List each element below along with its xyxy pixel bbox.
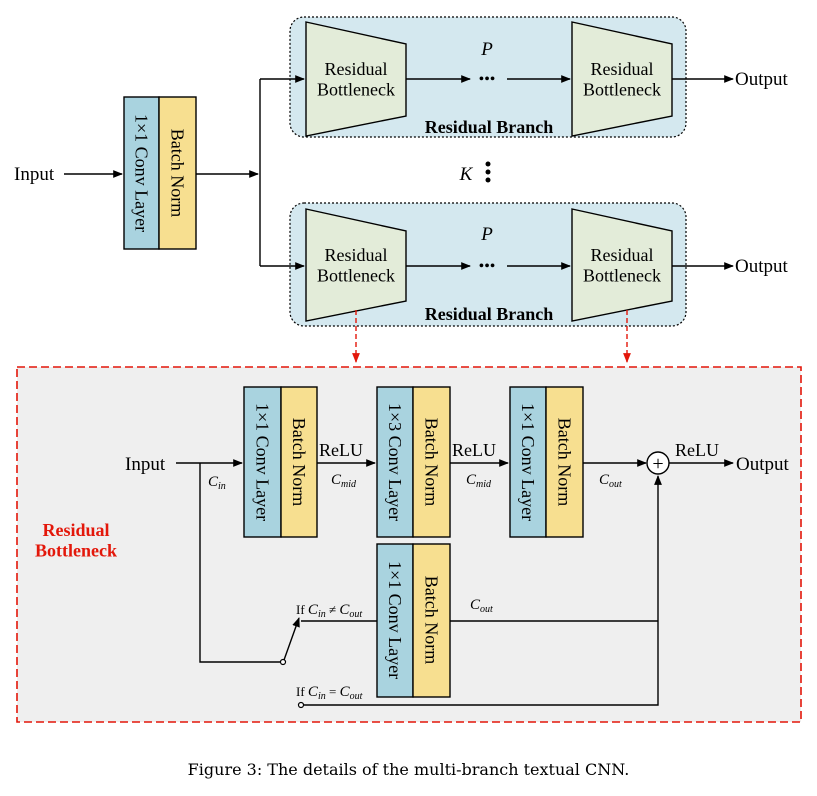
branch-2-bottleneck-b bbox=[571, 208, 673, 322]
branch-2-ellipsis: ••• bbox=[479, 258, 496, 275]
detail-identity-wire bbox=[304, 475, 662, 706]
branch-1-bottleneck-a bbox=[305, 21, 407, 137]
detail-shortcut-block: 1×1 Conv Layer Batch Norm bbox=[376, 543, 451, 698]
stem-batch-norm bbox=[158, 96, 197, 250]
branch-2-bottleneck-a bbox=[305, 208, 407, 322]
stem-conv-label: 1×1 Conv Layer bbox=[132, 114, 152, 232]
detail-c-mid-1: Cmid bbox=[331, 472, 357, 490]
branch-1-label: Residual Branch bbox=[425, 117, 554, 137]
detail-block-2: 1×3 Conv Layer Batch Norm bbox=[376, 386, 451, 538]
branch-count-dot-2 bbox=[485, 169, 491, 175]
branch-2-label: Residual Branch bbox=[425, 304, 554, 324]
detail-shortcut-conv-label: 1×1 Conv Layer bbox=[385, 561, 405, 679]
figure-caption: Figure 3: The details of the multi-branc… bbox=[187, 760, 630, 779]
detail-block-2-norm-label: Batch Norm bbox=[422, 418, 442, 506]
branch-count-dot-1 bbox=[485, 161, 491, 167]
detail-block-3: 1×1 Conv Layer Batch Norm bbox=[509, 386, 584, 538]
branch-1-bottleneck-b bbox=[571, 21, 673, 137]
detail-relu-3: ReLU bbox=[675, 440, 719, 460]
detail-c-out-1: Cout bbox=[599, 472, 622, 490]
detail-c-mid-2: Cmid bbox=[466, 472, 492, 490]
input-label: Input bbox=[14, 164, 55, 185]
detail-block-2-conv-label: 1×3 Conv Layer bbox=[385, 403, 405, 521]
detail-identity-terminal bbox=[297, 701, 305, 709]
branch-2-depth-label: P bbox=[480, 224, 493, 245]
detail-input-label: Input bbox=[125, 454, 166, 475]
branch-1-ellipsis: ••• bbox=[479, 71, 496, 88]
detail-relu-2: ReLU bbox=[452, 440, 496, 460]
branch-count-dot-3 bbox=[485, 177, 491, 183]
branch-count-label: K bbox=[459, 164, 474, 185]
detail-block-3-conv-label: 1×1 Conv Layer bbox=[518, 403, 538, 521]
detail-sum-symbol: + bbox=[652, 453, 663, 475]
detail-c-in-label: Cin bbox=[208, 474, 226, 492]
detail-cond-eq: If Cin = Cout bbox=[296, 684, 363, 702]
stem-norm-label: Batch Norm bbox=[168, 129, 188, 217]
detail-output-label: Output bbox=[736, 454, 790, 475]
detail-switch-pivot bbox=[279, 658, 287, 666]
detail-shortcut-norm-label: Batch Norm bbox=[422, 576, 442, 664]
detail-c-out-2: Cout bbox=[470, 597, 493, 615]
branch-1-depth-label: P bbox=[480, 39, 493, 60]
detail-block-1: 1×1 Conv Layer Batch Norm bbox=[243, 386, 318, 538]
detail-shortcut-wire bbox=[199, 463, 281, 663]
detail-block-1-norm-label: Batch Norm bbox=[289, 418, 309, 506]
stem-conv-layer bbox=[123, 96, 160, 250]
branch-2-output-label: Output bbox=[735, 256, 789, 277]
detail-cond-neq: If Cin ≠ Cout bbox=[296, 602, 362, 620]
branch-1-output-label: Output bbox=[735, 69, 789, 90]
detail-relu-1: ReLU bbox=[319, 440, 363, 460]
detail-block-1-conv-label: 1×1 Conv Layer bbox=[253, 403, 273, 521]
detail-switch-arm bbox=[283, 617, 300, 661]
detail-block-3-norm-label: Batch Norm bbox=[555, 418, 575, 506]
